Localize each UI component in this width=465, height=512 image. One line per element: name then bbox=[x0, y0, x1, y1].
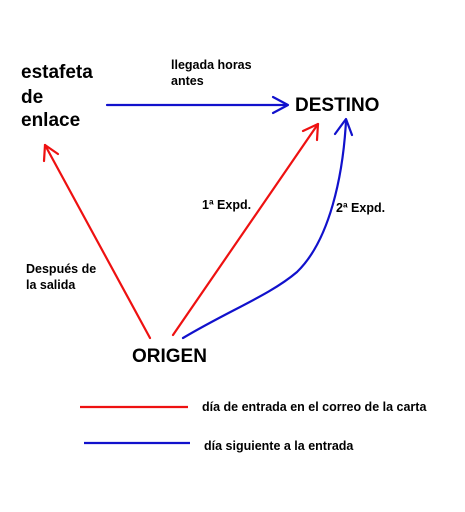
label-expd-2: 2ª Expd. bbox=[336, 201, 385, 215]
legend-red-label: día de entrada en el correo de la carta bbox=[202, 400, 427, 414]
node-estafeta-line-2: de bbox=[21, 87, 43, 108]
label-expd-1: 1ª Expd. bbox=[202, 198, 251, 212]
label-llegada-line-2: antes bbox=[171, 74, 204, 88]
node-destino: DESTINO bbox=[295, 95, 379, 116]
node-estafeta-line-1: estafeta bbox=[21, 62, 93, 83]
label-despues-line-1: Después de bbox=[26, 262, 96, 276]
label-despues-line-2: la salida bbox=[26, 278, 76, 292]
legend: día de entrada en el correo de la carta … bbox=[80, 400, 427, 453]
node-estafeta-line-3: enlace bbox=[21, 110, 80, 131]
legend-blue-label: día siguiente a la entrada bbox=[204, 439, 354, 453]
arrow-origen-to-estafeta bbox=[42, 143, 152, 340]
label-llegada-line-1: llegada horas bbox=[171, 58, 252, 72]
node-origen: ORIGEN bbox=[132, 346, 207, 367]
arrow-origen-to-destino-blue bbox=[181, 117, 354, 340]
arrow-origen-to-destino-red bbox=[171, 122, 320, 337]
arrow-estafeta-to-destino bbox=[105, 95, 290, 115]
